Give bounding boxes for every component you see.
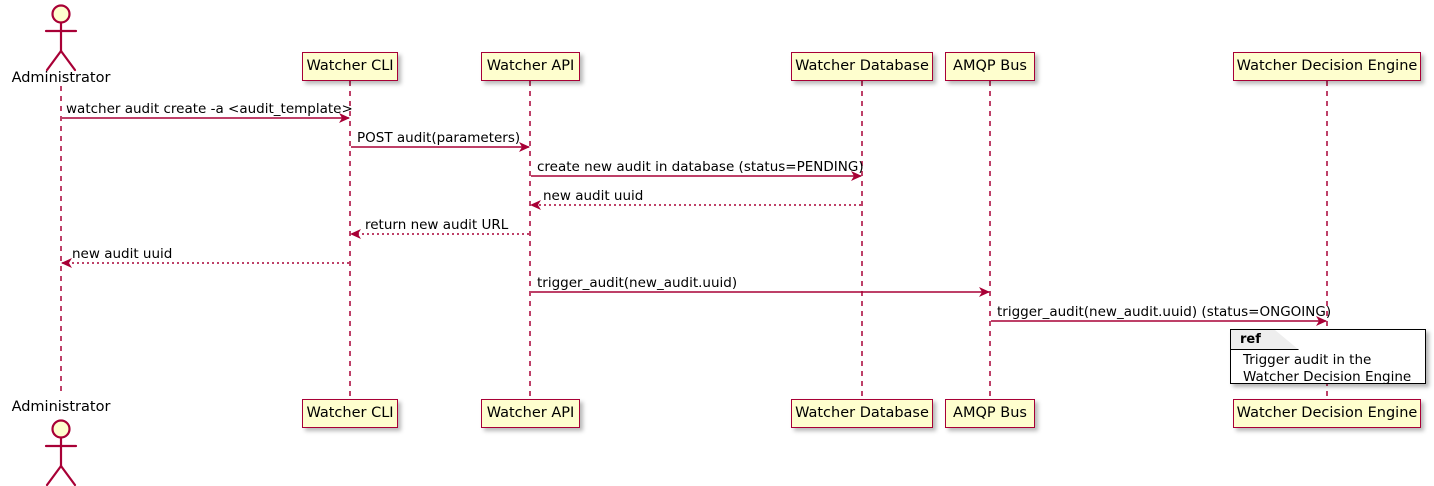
- ref-fragment-tab-label: ref: [1231, 330, 1299, 350]
- actor-label-administrator-top: Administrator: [11, 70, 111, 86]
- message-label-5: return new audit URL: [365, 217, 509, 233]
- participant-box-watcher-api-bottom[interactable]: Watcher API: [481, 399, 580, 428]
- ref-fragment-line-1: Trigger audit in the: [1243, 352, 1372, 368]
- participant-box-watcher-decision-engine-top[interactable]: Watcher Decision Engine: [1233, 52, 1421, 81]
- participant-box-amqp-bus-top[interactable]: AMQP Bus: [945, 52, 1035, 81]
- message-arrows-group: [61, 113, 1327, 326]
- participant-box-watcher-api-top[interactable]: Watcher API: [481, 52, 580, 81]
- actor-figure-administrator: [44, 4, 78, 72]
- message-label-2: POST audit(parameters): [357, 130, 521, 146]
- participant-box-watcher-database-top[interactable]: Watcher Database: [791, 52, 933, 81]
- ref-fragment[interactable]: ref Trigger audit in the Watcher Decisio…: [1230, 329, 1426, 386]
- participant-box-watcher-cli-bottom[interactable]: Watcher CLI: [302, 399, 398, 428]
- actor-figures-group: [44, 4, 78, 486]
- message-label-1: watcher audit create -a <audit_template>: [66, 101, 353, 117]
- participant-box-watcher-cli-top[interactable]: Watcher CLI: [302, 52, 398, 81]
- participant-box-watcher-database-bottom[interactable]: Watcher Database: [791, 399, 933, 428]
- actor-label-administrator-bottom: Administrator: [11, 399, 111, 415]
- lifelines-group: [60, 81, 1328, 399]
- ref-fragment-body: Trigger audit in the Watcher Decision En…: [1243, 352, 1411, 386]
- message-label-8: trigger_audit(new_audit.uuid) (status=ON…: [997, 304, 1332, 320]
- message-label-4: new audit uuid: [543, 188, 644, 204]
- ref-fragment-line-2: Watcher Decision Engine: [1243, 369, 1412, 385]
- message-label-6: new audit uuid: [72, 246, 173, 262]
- participant-box-watcher-decision-engine-bottom[interactable]: Watcher Decision Engine: [1233, 399, 1421, 428]
- participant-box-amqp-bus-bottom[interactable]: AMQP Bus: [945, 399, 1035, 428]
- actor-figure-administrator: [44, 419, 78, 486]
- message-label-7: trigger_audit(new_audit.uuid): [537, 275, 738, 291]
- message-label-3: create new audit in database (status=PEN…: [537, 159, 864, 175]
